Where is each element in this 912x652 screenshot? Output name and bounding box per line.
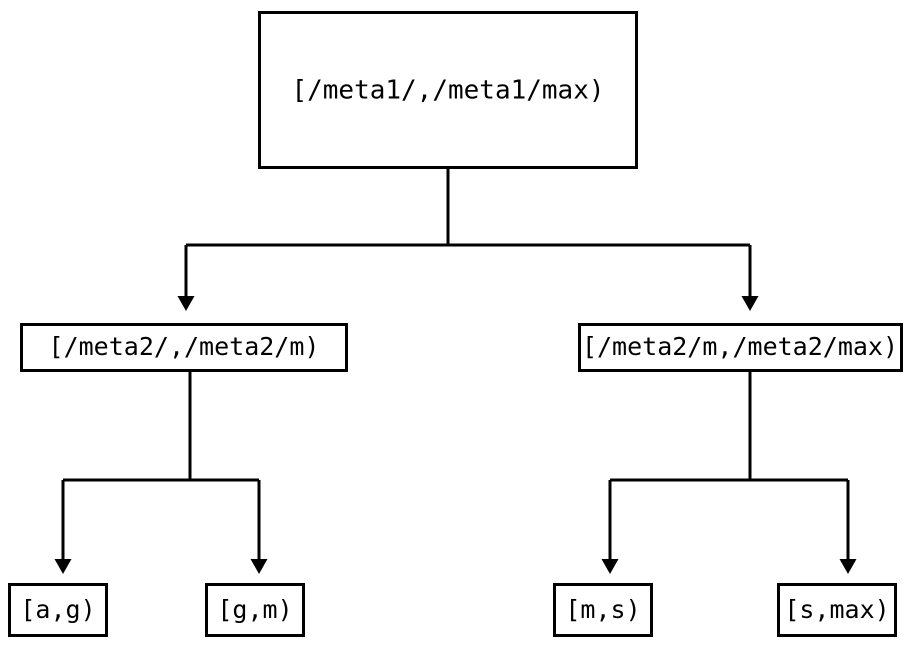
- node-leaf-1[interactable]: [a,g): [8, 583, 108, 637]
- node-mid-right-box[interactable]: [578, 323, 903, 372]
- node-root-box[interactable]: [258, 11, 638, 169]
- node-mid-right[interactable]: [/meta2/m,/meta2/max): [578, 323, 903, 372]
- node-root[interactable]: [/meta1/,/meta1/max): [258, 11, 638, 169]
- arrowhead-mid-left: [177, 296, 195, 311]
- node-leaf-2[interactable]: [g,m): [205, 583, 305, 637]
- node-root-label: [/meta1/,/meta1/max): [291, 76, 604, 106]
- node-leaf-4-label: [s,max): [784, 595, 889, 624]
- edge-root-to-mid-level: [177, 169, 759, 311]
- node-leaf-2-box[interactable]: [205, 583, 305, 637]
- node-leaf-1-label: [a,g): [20, 595, 95, 624]
- node-leaf-1-box[interactable]: [8, 583, 108, 637]
- node-leaf-3-label: [m,s): [565, 595, 640, 624]
- edge-mid-right-to-leaves: [601, 372, 857, 574]
- node-leaf-3-box[interactable]: [553, 583, 653, 637]
- node-leaf-3[interactable]: [m,s): [553, 583, 653, 637]
- node-leaf-4-box[interactable]: [777, 583, 897, 637]
- node-leaf-4[interactable]: [s,max): [777, 583, 897, 637]
- arrowhead-leaf-4: [839, 559, 857, 574]
- arrowhead-leaf-2: [250, 559, 268, 574]
- arrowhead-leaf-3: [601, 559, 619, 574]
- node-mid-left-label: [/meta2/,/meta2/m): [49, 332, 320, 361]
- arrowhead-leaf-1: [54, 559, 72, 574]
- node-mid-right-label: [/meta2/m,/meta2/max): [582, 332, 898, 361]
- node-leaf-2-label: [g,m): [217, 595, 292, 624]
- arrowhead-mid-right: [741, 296, 759, 311]
- node-mid-left-box[interactable]: [20, 323, 348, 372]
- node-mid-left[interactable]: [/meta2/,/meta2/m): [20, 323, 348, 372]
- edge-mid-left-to-leaves: [54, 372, 268, 574]
